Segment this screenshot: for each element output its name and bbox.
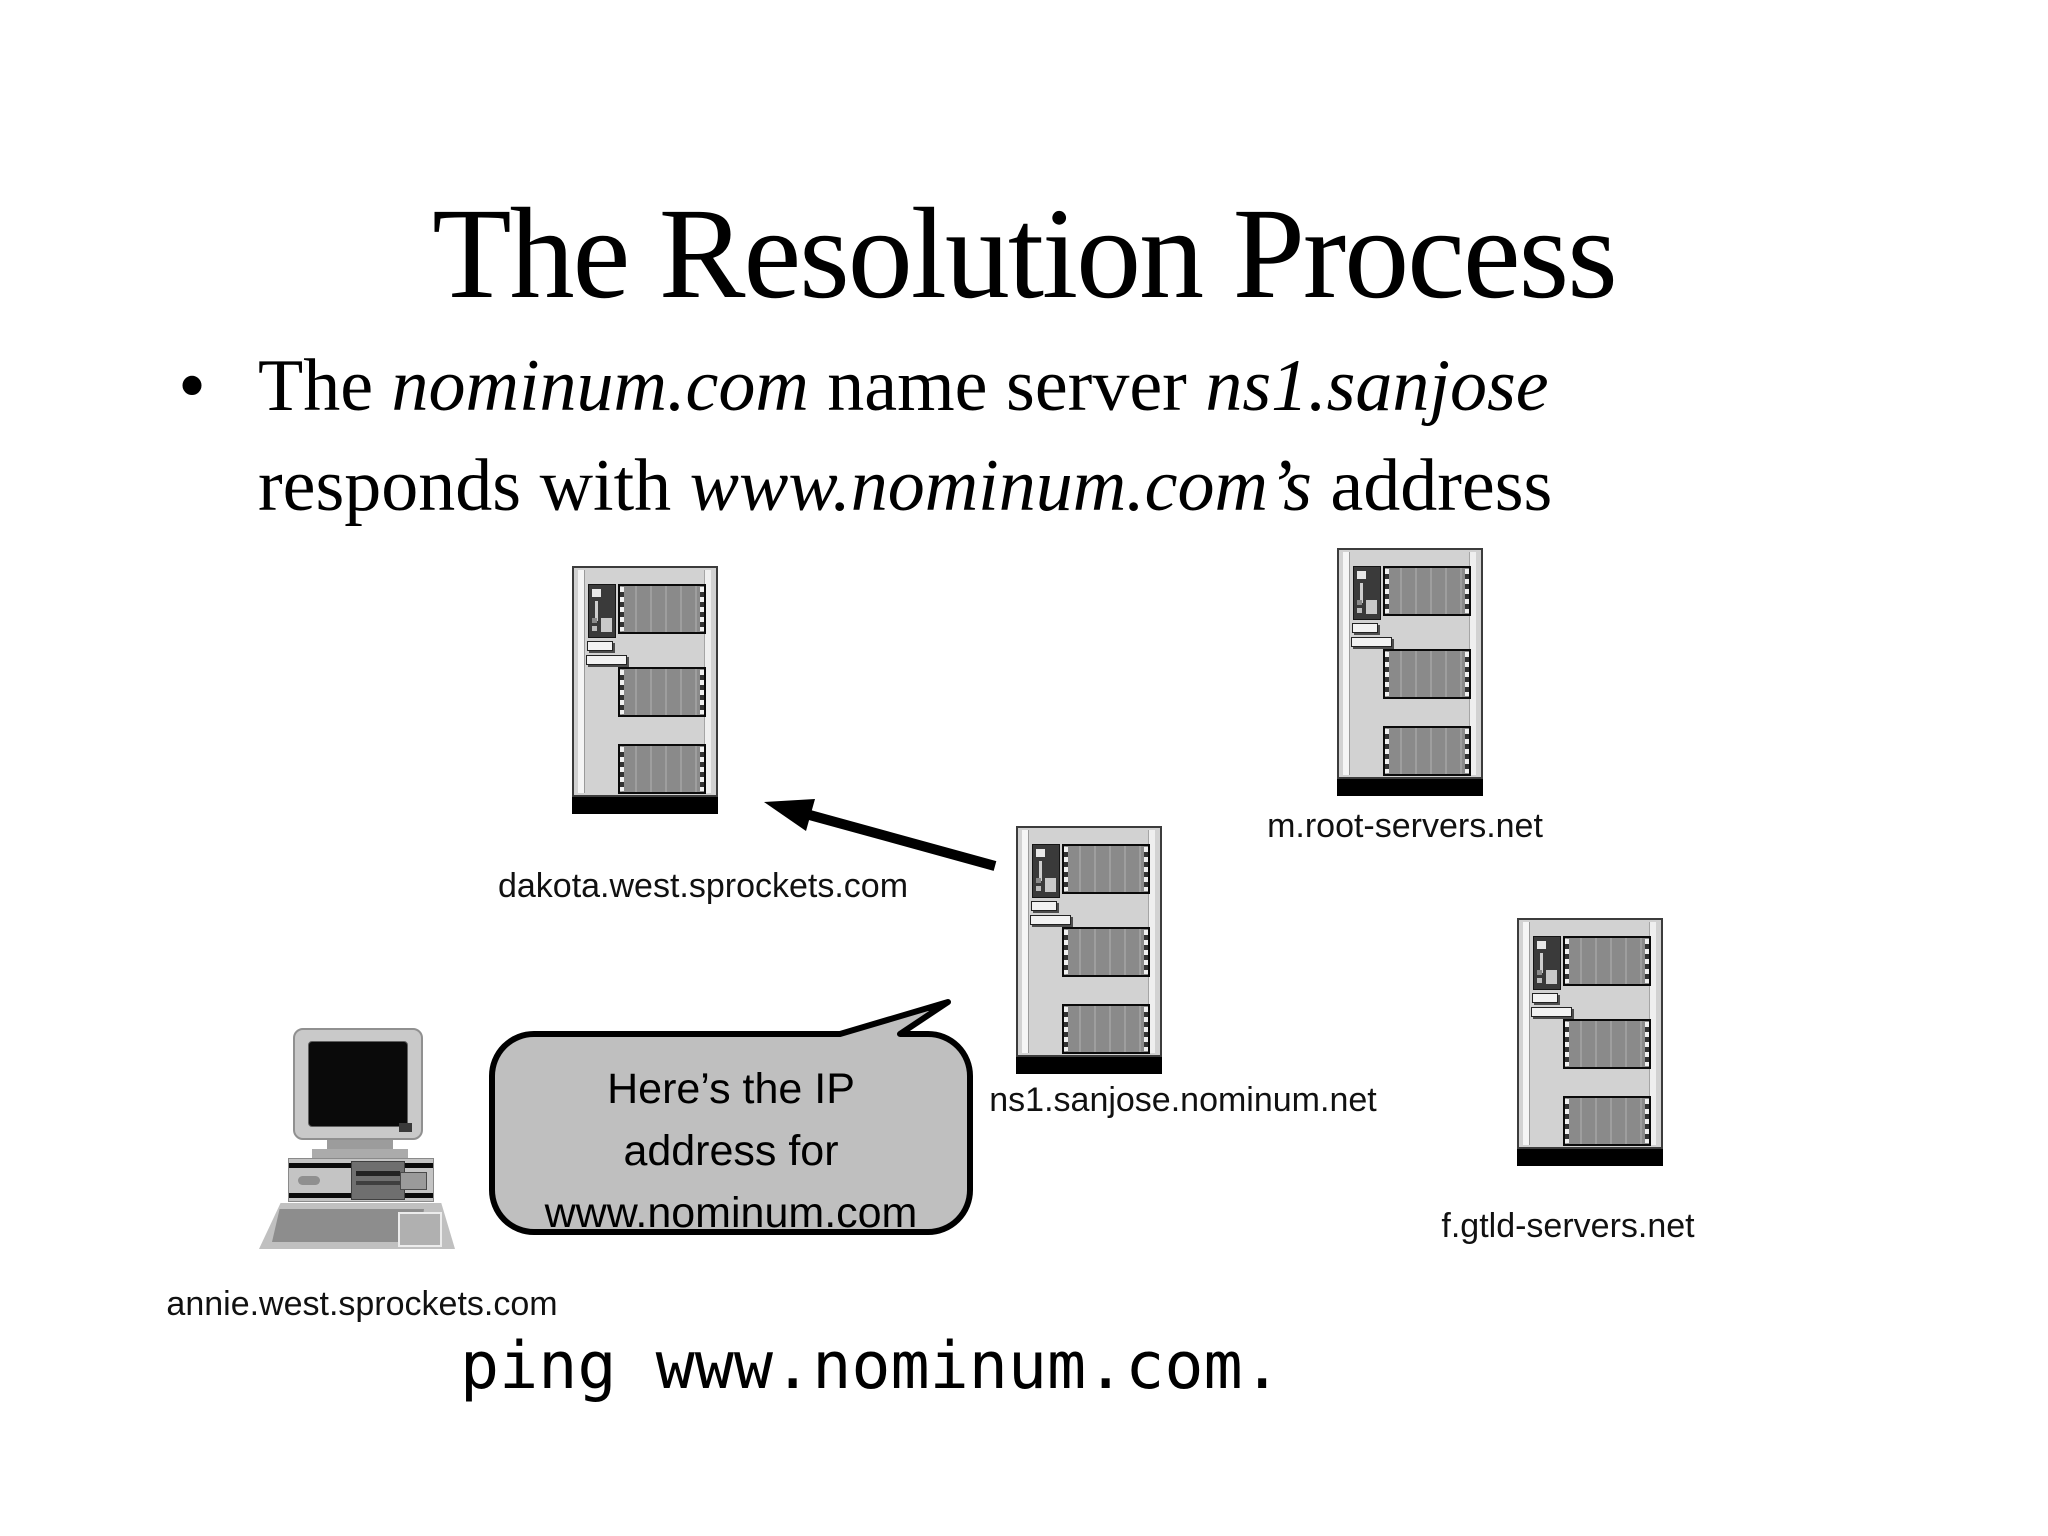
desktop-case xyxy=(288,1158,434,1202)
bullet-seg: name server xyxy=(808,345,1206,427)
server-icon-m-root xyxy=(1337,548,1483,796)
monitor-screen xyxy=(308,1041,408,1127)
speech-bubble-text: Here’s the IP address for www.nominum.co… xyxy=(492,1058,970,1244)
server-drive-bay xyxy=(1030,915,1071,925)
server-vent-panel xyxy=(1563,1019,1651,1069)
keyboard-icon xyxy=(259,1203,455,1249)
server-drive-bay xyxy=(1532,993,1558,1003)
server-vent-panel xyxy=(1062,927,1150,977)
cabinet-edge xyxy=(1022,830,1029,1053)
cabinet-edge xyxy=(1523,922,1530,1145)
bullet-line-1: The nominum.com name server ns1.sanjose xyxy=(258,336,1718,436)
label-m-root: m.root-servers.net xyxy=(1267,807,1543,845)
server-base xyxy=(572,797,718,814)
bullet-seg: The xyxy=(258,345,392,427)
server-control-panel xyxy=(1032,844,1060,898)
keyboard-numpad xyxy=(398,1212,442,1247)
bullet-seg: responds with xyxy=(258,445,690,527)
bullet-seg-italic: ns1.sanjose xyxy=(1205,345,1549,427)
server-drive-bay xyxy=(586,655,627,665)
server-drive-bay xyxy=(1352,623,1378,633)
bubble-line: address for xyxy=(623,1127,839,1175)
drive-slot xyxy=(356,1171,400,1176)
server-base xyxy=(1337,779,1483,796)
server-icon-ns1-sanjose xyxy=(1016,826,1162,1074)
server-vent-panel xyxy=(1383,726,1471,776)
bullet-marker: • xyxy=(178,342,207,430)
server-vent-panel xyxy=(618,744,706,794)
server-vent-panel xyxy=(618,584,706,634)
server-cabinet xyxy=(1016,826,1162,1057)
monitor-pedestal xyxy=(312,1149,408,1158)
page-title: The Resolution Process xyxy=(432,182,1618,326)
bubble-line: Here’s the IP xyxy=(607,1065,855,1113)
label-annie: annie.west.sprockets.com xyxy=(166,1285,558,1323)
server-base xyxy=(1517,1149,1663,1166)
bullet-seg-italic: nominum.com xyxy=(391,345,809,427)
server-drive-bay xyxy=(1531,1007,1572,1017)
cabinet-edge xyxy=(1343,552,1350,775)
bullet-line-2: responds with www.nominum.com’s address xyxy=(258,436,1718,536)
server-vent-panel xyxy=(1563,936,1651,986)
monitor-icon xyxy=(293,1028,423,1140)
server-cabinet xyxy=(1337,548,1483,779)
server-vent-panel xyxy=(1383,649,1471,699)
server-vent-panel xyxy=(618,667,706,717)
server-base xyxy=(1016,1057,1162,1074)
cabinet-edge xyxy=(578,570,585,793)
case-port xyxy=(400,1172,427,1190)
server-control-panel xyxy=(1353,566,1381,620)
server-vent-panel xyxy=(1563,1096,1651,1146)
server-drive-bay xyxy=(1351,637,1392,647)
monitor-stand xyxy=(327,1140,393,1149)
bullet-point: The nominum.com name server ns1.sanjose … xyxy=(258,336,1718,536)
bullet-seg: address xyxy=(1311,445,1553,527)
server-drive-bay xyxy=(1031,901,1057,911)
ping-command-text: ping www.nominum.com. xyxy=(460,1329,1282,1404)
label-ns1-sanjose: ns1.sanjose.nominum.net xyxy=(989,1081,1377,1119)
server-cabinet xyxy=(572,566,718,797)
server-icon-dakota xyxy=(572,566,718,814)
drive-slot xyxy=(356,1181,400,1185)
server-drive-bay xyxy=(587,641,613,651)
server-control-panel xyxy=(1533,936,1561,990)
server-control-panel xyxy=(588,584,616,638)
floppy-drive xyxy=(351,1161,405,1200)
server-vent-panel xyxy=(1062,844,1150,894)
bullet-seg-italic: www.nominum.com’s xyxy=(689,445,1312,527)
label-dakota: dakota.west.sprockets.com xyxy=(497,867,909,905)
server-icon-f-gtld xyxy=(1517,918,1663,1166)
workstation-icon-annie xyxy=(259,1026,455,1252)
server-vent-panel xyxy=(1062,1004,1150,1054)
server-vent-panel xyxy=(1383,566,1471,616)
monitor-power-button xyxy=(399,1123,412,1132)
server-cabinet xyxy=(1517,918,1663,1149)
bubble-line: www.nominum.com xyxy=(544,1189,918,1237)
case-power-button xyxy=(298,1176,320,1185)
label-f-gtld: f.gtld-servers.net xyxy=(1441,1207,1695,1245)
